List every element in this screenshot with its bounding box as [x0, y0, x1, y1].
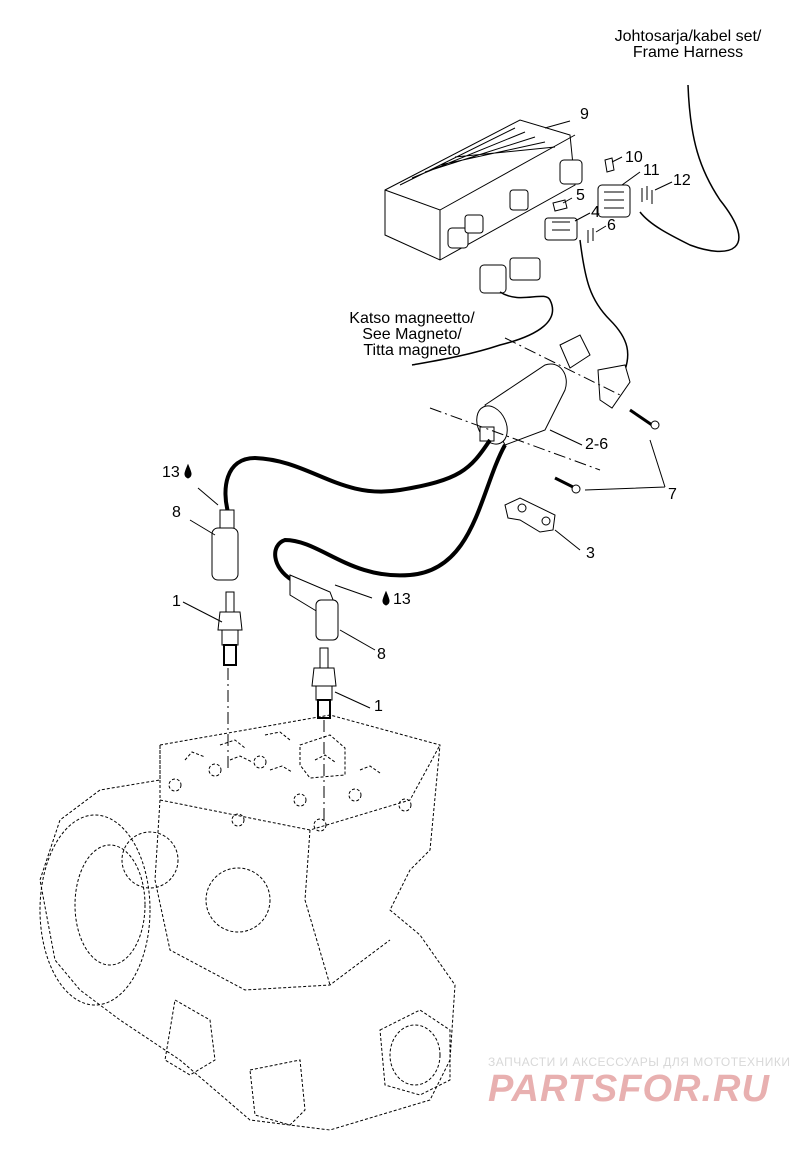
callout-5: 5: [576, 187, 585, 204]
centerline-upper: [429, 407, 601, 471]
magneto-connectors: [411, 257, 554, 366]
clip-10: [604, 157, 615, 173]
spark-plug-1-left: [217, 591, 243, 666]
leader-7: [584, 439, 666, 491]
ht-lead-right: [273, 444, 507, 582]
leader-1-right: [334, 691, 371, 709]
leader-4: [574, 212, 591, 222]
plug-cap-8-left: [211, 509, 239, 581]
clamp-3: [504, 497, 556, 533]
leader-3: [554, 529, 581, 551]
callout-12: 12: [673, 172, 691, 189]
leader-6: [595, 225, 607, 233]
connector-4: [544, 217, 578, 241]
callout-10: 10: [625, 149, 643, 166]
ignition-coil-2-6: [476, 363, 567, 446]
callout-11: 11: [643, 162, 660, 179]
callout-4: 4: [591, 204, 600, 221]
leader-13-left: [197, 487, 219, 506]
screw-7-lower: [554, 476, 581, 494]
screw-7-upper: [629, 408, 660, 430]
magneto-label: Katso magneetto/ See Magneto/ Titta magn…: [332, 311, 492, 359]
callout-8-left: 8: [172, 504, 181, 521]
magneto-label-line3: Titta magneto: [363, 342, 461, 359]
frame-harness-label: Johtosarja/kabel set/ Frame Harness: [600, 29, 776, 61]
leader-8-right: [339, 629, 376, 651]
frame-harness-label-line2: Frame Harness: [632, 44, 744, 61]
ht-lead-left: [223, 438, 492, 513]
spark-plug-1-right: [311, 647, 337, 719]
plug-cap-8-right: [289, 574, 339, 641]
leader-2-6: [549, 429, 583, 446]
engine-outline: [39, 714, 456, 1131]
leader-11: [621, 171, 641, 186]
connector-11: [597, 184, 631, 218]
coil-harness: [579, 239, 629, 371]
watermark-tagline: ЗАПЧАСТИ И АКСЕССУАРЫ ДЛЯ МОТОТЕХНИКИ: [488, 1055, 791, 1069]
magneto-label-line2: See Magneto/: [362, 326, 462, 343]
leader-8-left: [189, 519, 216, 536]
frame-harness-label-line1: Johtosarja/kabel set/: [614, 28, 762, 45]
callout-3: 3: [586, 545, 595, 562]
mounting-bracket: [559, 334, 631, 409]
watermark-brand-logo: PARTSFOR.RU: [488, 1068, 770, 1110]
pins-6: [587, 228, 594, 243]
leader-1-left: [182, 601, 223, 623]
frame-harness-cable: [639, 84, 740, 253]
callout-13-left: 13: [162, 464, 180, 481]
callout-8-right: 8: [377, 646, 386, 663]
leader-13-right: [334, 584, 373, 599]
callout-1-left: 1: [172, 593, 181, 610]
callout-6: 6: [607, 217, 616, 234]
callout-2-6: 2-6: [585, 436, 609, 453]
callout-7: 7: [668, 486, 677, 503]
magneto-label-line1: Katso magneetto/: [349, 310, 475, 327]
callout-9: 9: [580, 106, 589, 123]
leader-9: [544, 120, 571, 129]
leader-12: [654, 181, 673, 191]
pins-12: [641, 186, 653, 204]
drop-icon-right: [382, 590, 390, 606]
leader-5: [562, 197, 573, 204]
callout-1-right: 1: [374, 698, 383, 715]
drop-icon-left: [184, 463, 192, 479]
leader-10: [611, 156, 623, 163]
callout-13-right: 13: [393, 591, 411, 608]
control-module-9: [384, 119, 583, 261]
